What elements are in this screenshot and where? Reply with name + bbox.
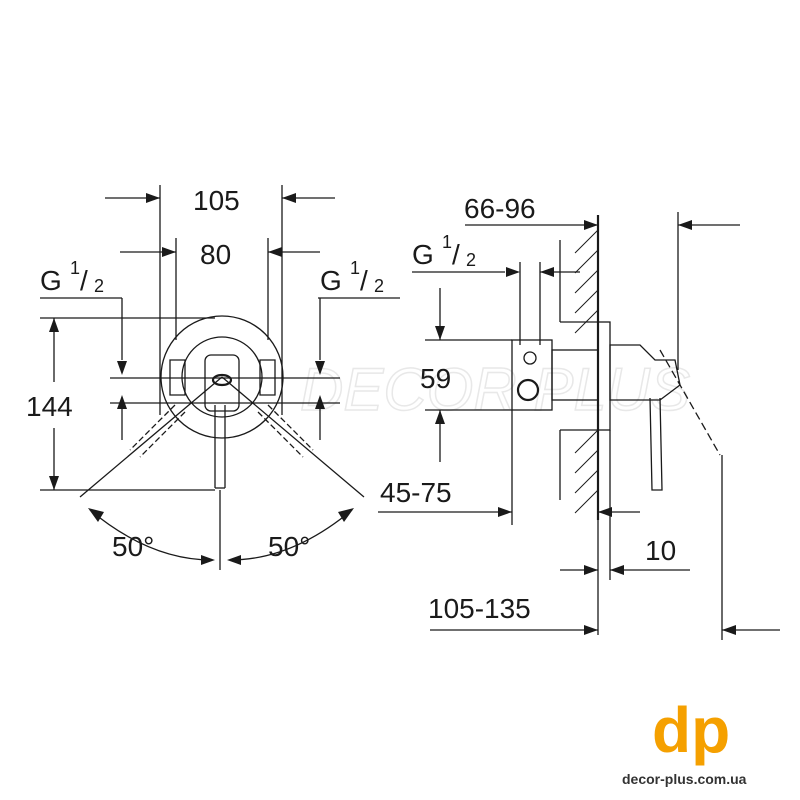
dim-144-label: 144 <box>26 391 73 422</box>
lever-slot <box>211 373 233 387</box>
dim-105135-label: 105-135 <box>428 593 531 624</box>
side-inlet-circle <box>516 378 540 402</box>
dim-80-label: 80 <box>200 239 231 270</box>
dim-6696-arrow-right <box>678 220 692 230</box>
angle-left-label: 50° <box>112 531 154 562</box>
thread-left-den: 2 <box>94 276 104 296</box>
dim-59-arrow-top <box>435 326 445 340</box>
dim-4575-arrow <box>498 507 512 517</box>
thread-left-slash: / <box>80 265 88 296</box>
dim-10-label: 10 <box>645 535 676 566</box>
thread-right-den: 2 <box>374 276 384 296</box>
dim-10-arrow-left <box>584 565 598 575</box>
dim-4575-arrow-right <box>598 507 612 517</box>
side-thread-arrow-left <box>506 267 520 277</box>
angle-arc-right <box>229 509 353 561</box>
brand-block: dp decor-plus.com.ua <box>622 694 747 787</box>
left-pipe <box>129 404 186 458</box>
dim-105-label: 105 <box>193 185 240 216</box>
watermark: DECOR PLUS <box>300 356 690 423</box>
side-inlet-top <box>523 351 537 365</box>
cartridge-outline <box>181 336 263 418</box>
thread-right-num: 1 <box>350 258 360 278</box>
wall-hatch <box>574 229 599 514</box>
side-thread-den: 2 <box>466 250 476 270</box>
brand-url[interactable]: decor-plus.com.ua <box>622 771 747 787</box>
dim-105135-arrow <box>584 625 598 635</box>
right-fitting <box>259 359 276 396</box>
thread-left-arrow-up <box>117 395 127 409</box>
dim-4575-label: 45-75 <box>380 477 452 508</box>
dim-144-arrow-bottom <box>49 476 59 490</box>
angle-arrow-right <box>338 508 354 522</box>
angle-arrow-left <box>88 508 104 522</box>
dim-144-arrow-top <box>49 318 59 332</box>
lever-body <box>204 354 240 412</box>
dim-6696-arrow <box>584 220 598 230</box>
angle-arrow-center-right <box>227 555 241 565</box>
cover-plate-outline <box>160 315 284 439</box>
angle-arc-left <box>89 509 213 561</box>
side-thread-g: G <box>412 239 434 270</box>
thread-left-arrow-down <box>117 361 127 375</box>
thread-right-arrow-up <box>315 395 325 409</box>
angle-right-label: 50° <box>268 531 310 562</box>
angle-line-left <box>79 376 223 498</box>
angle-line-right <box>221 376 365 498</box>
side-cartridge <box>551 349 599 401</box>
thread-right-slash: / <box>360 265 368 296</box>
dim-59-label: 59 <box>420 363 451 394</box>
side-thread-slash: / <box>452 239 460 270</box>
right-pipe <box>257 404 314 458</box>
thread-left-g: G <box>40 265 62 296</box>
side-view: 66-96 G 1 / 2 59 45-75 10 <box>378 193 780 640</box>
side-lever <box>649 397 663 491</box>
dim-59-arrow-bottom <box>435 410 445 424</box>
side-lever-swing <box>659 349 721 456</box>
side-thread-num: 1 <box>442 232 452 252</box>
dim-6696-label: 66-96 <box>464 193 536 224</box>
front-view: 105 80 G 1 / 2 G 1 / 2 <box>26 185 400 570</box>
dim-105-arrow-right <box>282 193 296 203</box>
dim-105135-arrow-right <box>722 625 736 635</box>
thread-left-num: 1 <box>70 258 80 278</box>
dim-10-arrow-right <box>610 565 624 575</box>
brand-logo: dp <box>652 694 730 766</box>
thread-right-arrow-down <box>315 361 325 375</box>
left-fitting <box>169 359 186 396</box>
angle-arrow-center-left <box>201 555 215 565</box>
dim-105-arrow-left <box>146 193 160 203</box>
dim-80-arrow-left <box>162 247 176 257</box>
dim-80-arrow-right <box>268 247 282 257</box>
thread-right-g: G <box>320 265 342 296</box>
